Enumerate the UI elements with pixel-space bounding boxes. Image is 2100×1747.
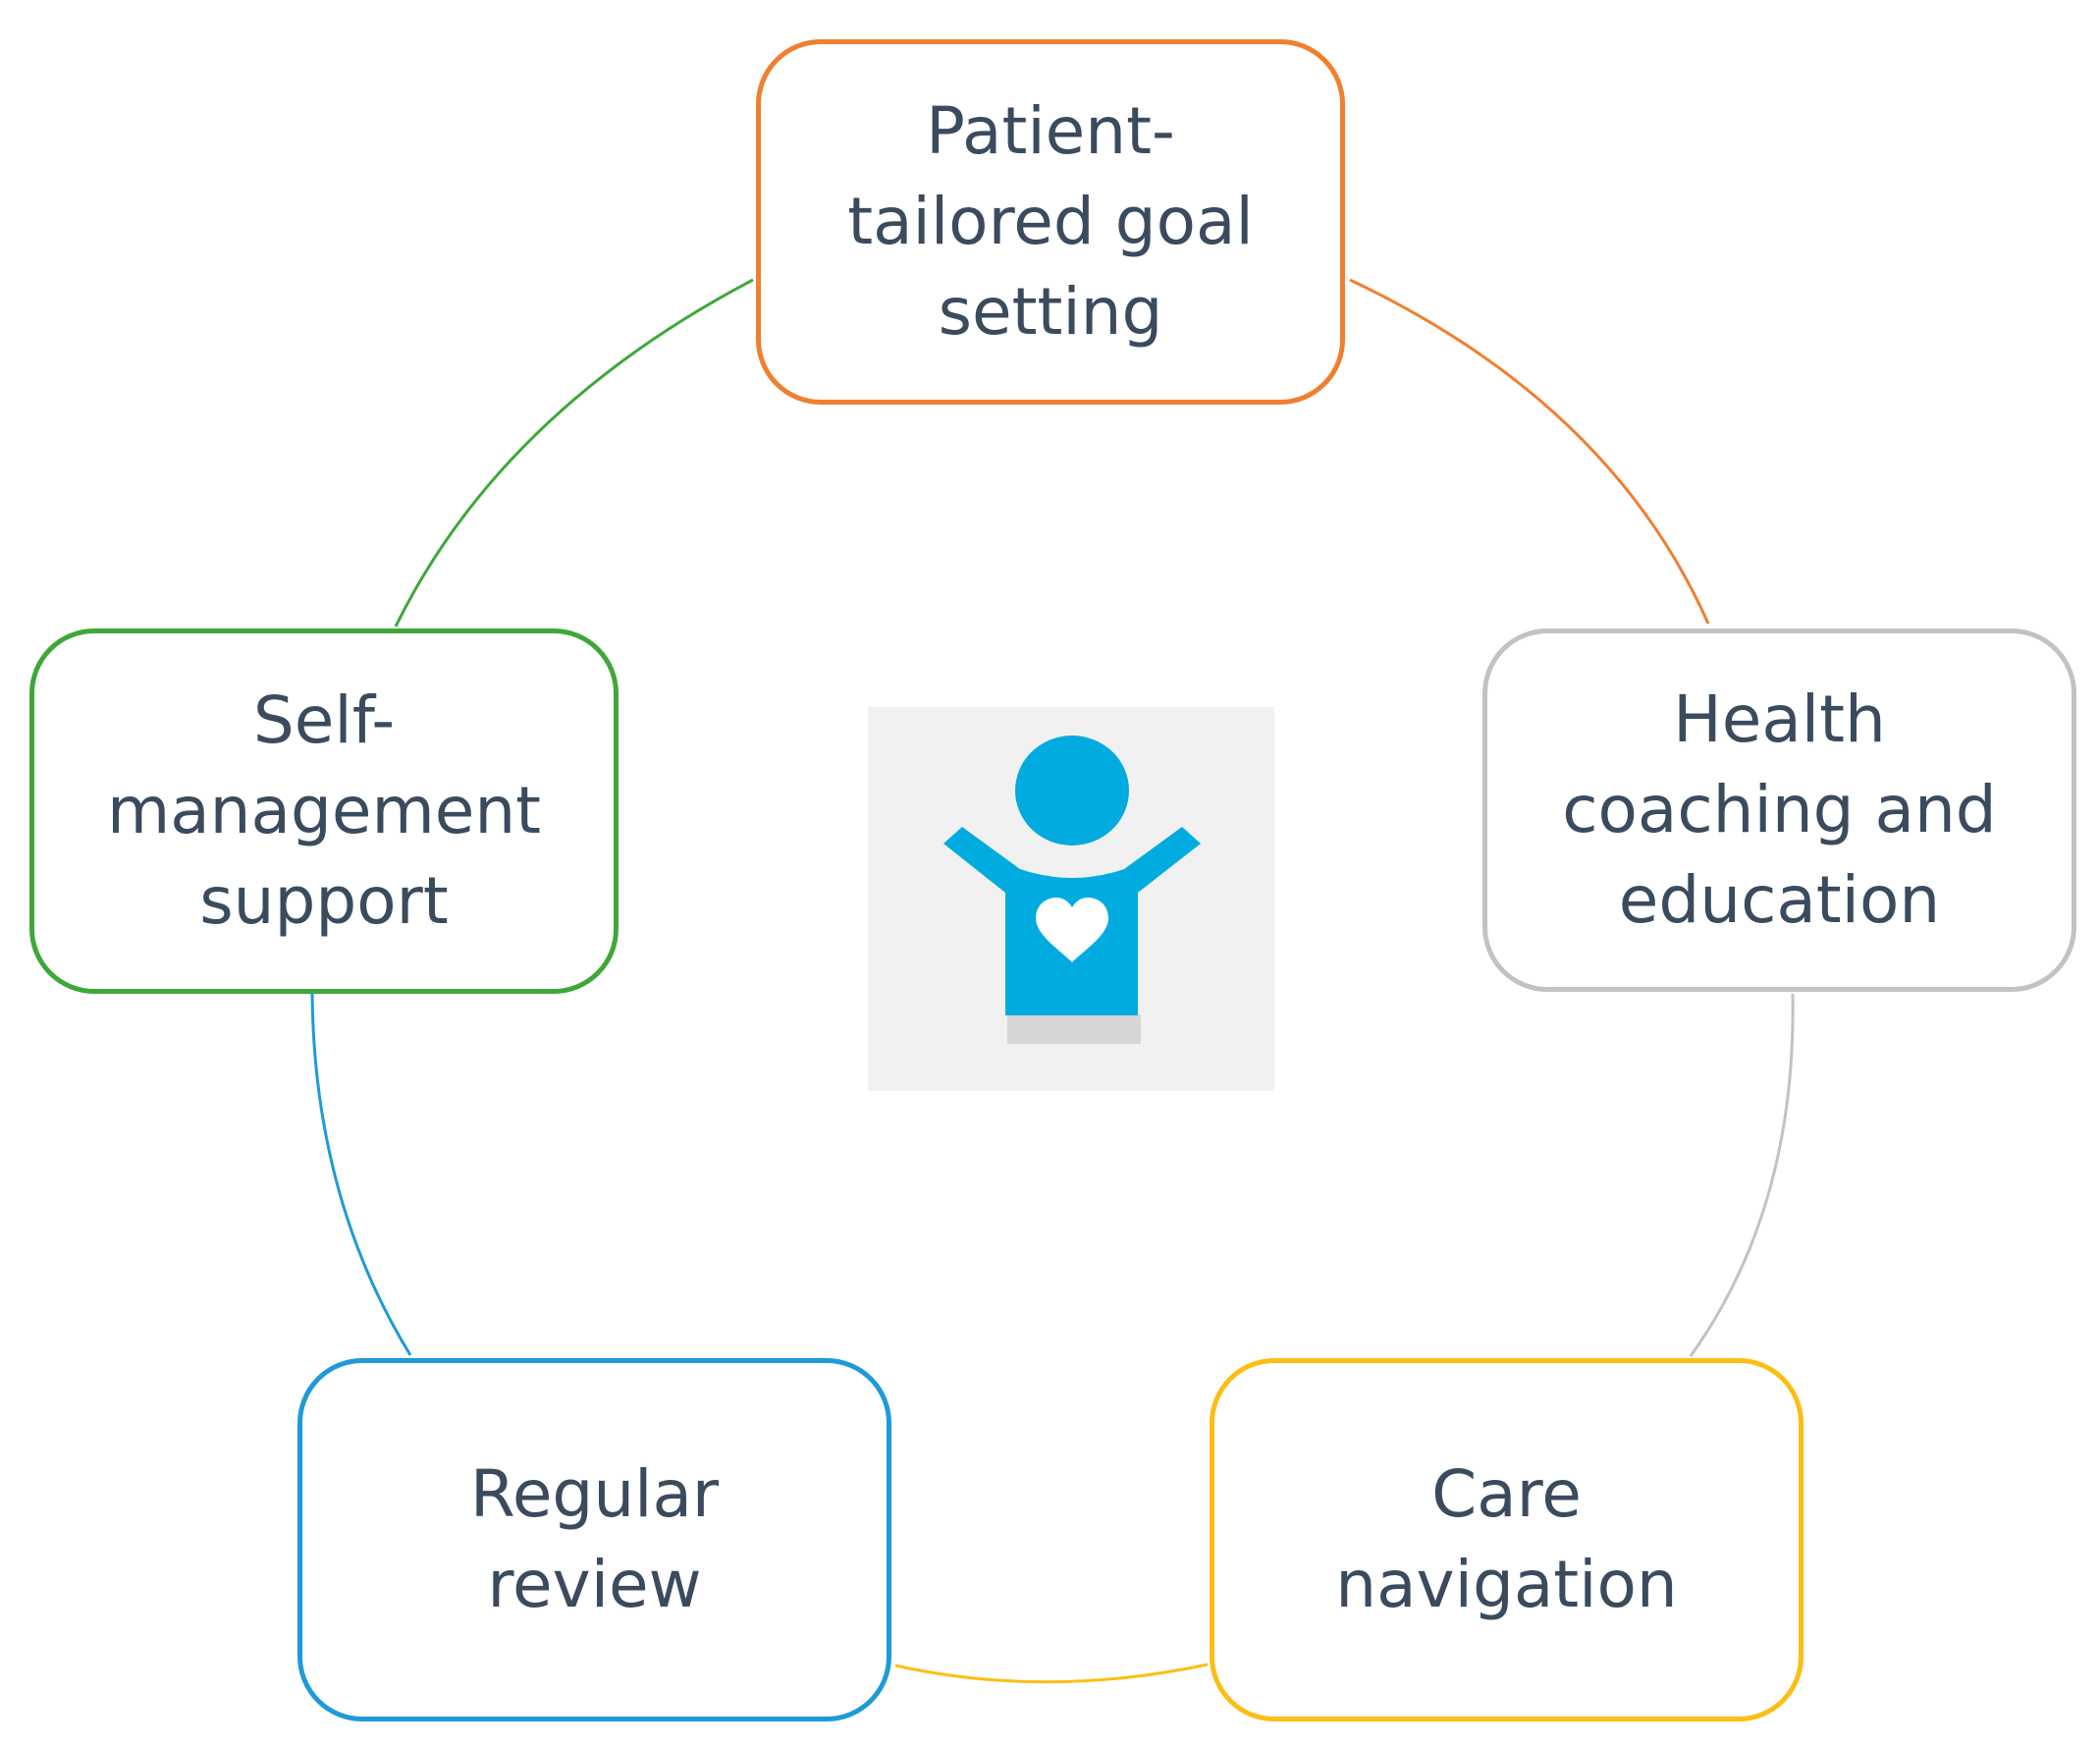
connector-self-to-goal (394, 278, 754, 628)
node-regular-review-label: Regular review (469, 1456, 720, 1622)
node-self-management-label: Self- management support (106, 682, 542, 939)
node-care-navigation-label: Care navigation (1335, 1456, 1678, 1622)
logo-head (1015, 736, 1129, 846)
logo-shadow (1007, 1014, 1141, 1044)
connector-goal-to-coaching (1349, 278, 1710, 625)
node-health-coaching: Health coaching and education (1482, 628, 2076, 992)
node-self-management: Self- management support (29, 628, 619, 994)
connector-coaching-to-navigation (1689, 993, 1795, 1357)
node-goal-setting: Patient- tailored goal setting (756, 39, 1345, 405)
person-heart-icon (868, 707, 1274, 1091)
node-regular-review: Regular review (297, 1358, 891, 1721)
connector-review-to-self (310, 993, 412, 1356)
node-health-coaching-label: Health coaching and education (1562, 682, 1997, 938)
node-goal-setting-label: Patient- tailored goal setting (847, 93, 1254, 350)
node-care-navigation: Care navigation (1210, 1358, 1804, 1721)
connector-navigation-to-review (894, 1663, 1209, 1684)
heart-icon (1036, 898, 1108, 962)
